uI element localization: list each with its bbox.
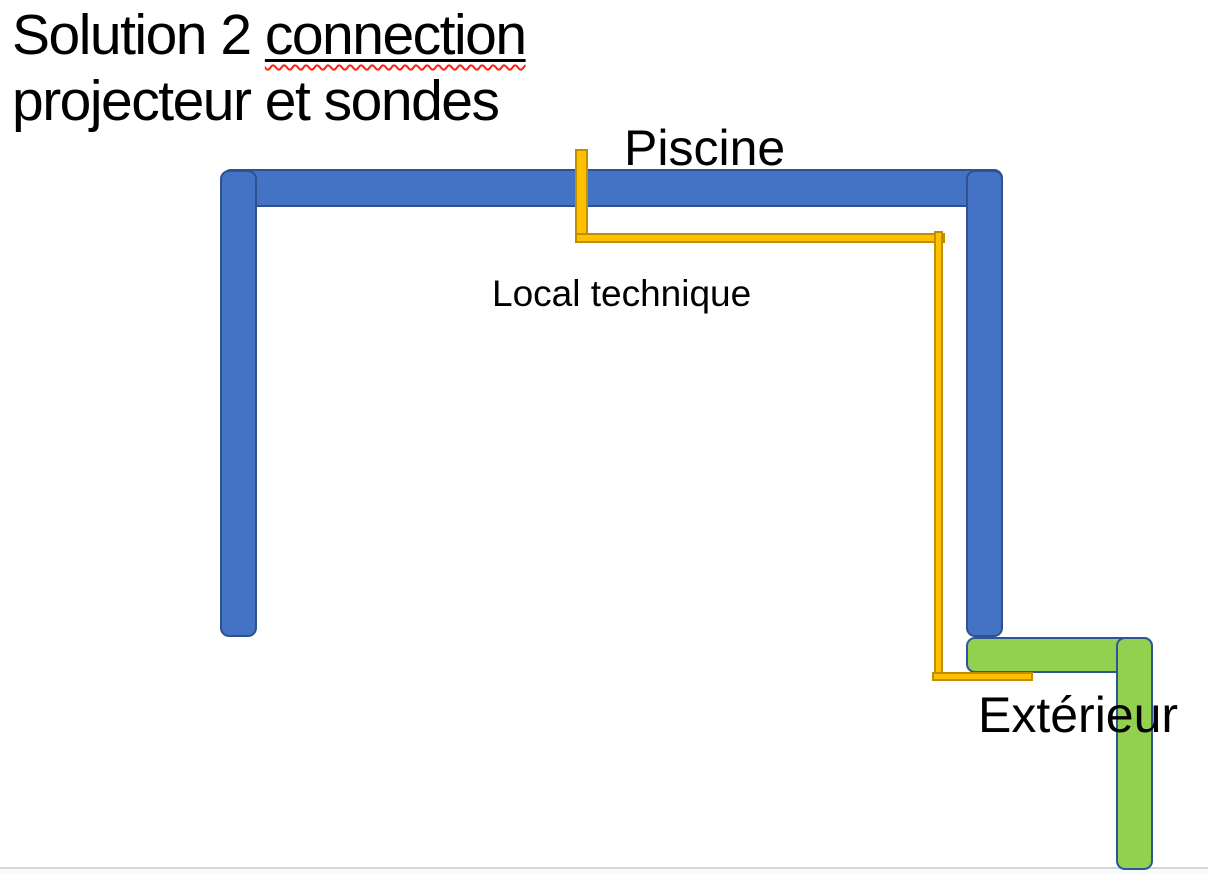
exterior-wall-vertical[interactable] [1116,637,1153,870]
slide-title[interactable]: Solution 2 connection projecteur et sond… [12,2,652,134]
cable-segment-pool-drop[interactable] [575,149,588,242]
label-exterieur[interactable]: Extérieur [978,687,1179,743]
pool-wall-top[interactable] [222,169,1003,207]
title-misspelled-word: connection [264,3,527,67]
pool-wall-left[interactable] [220,170,257,637]
title-underline-wrap: connection [264,3,527,67]
cable-segment-top-horizontal[interactable] [575,233,945,243]
area-below-slide [0,869,1208,874]
label-piscine[interactable]: Piscine [624,120,786,176]
label-local-technique[interactable]: Local technique [492,273,752,314]
slide-bottom-edge [0,867,1208,869]
cable-segment-bottom-stub[interactable] [932,672,1033,681]
title-line2: projecteur et sondes [12,69,500,133]
cable-segment-vertical-run[interactable] [934,231,943,681]
pool-wall-right[interactable] [966,170,1003,637]
title-line1-prefix: Solution 2 [12,3,265,67]
